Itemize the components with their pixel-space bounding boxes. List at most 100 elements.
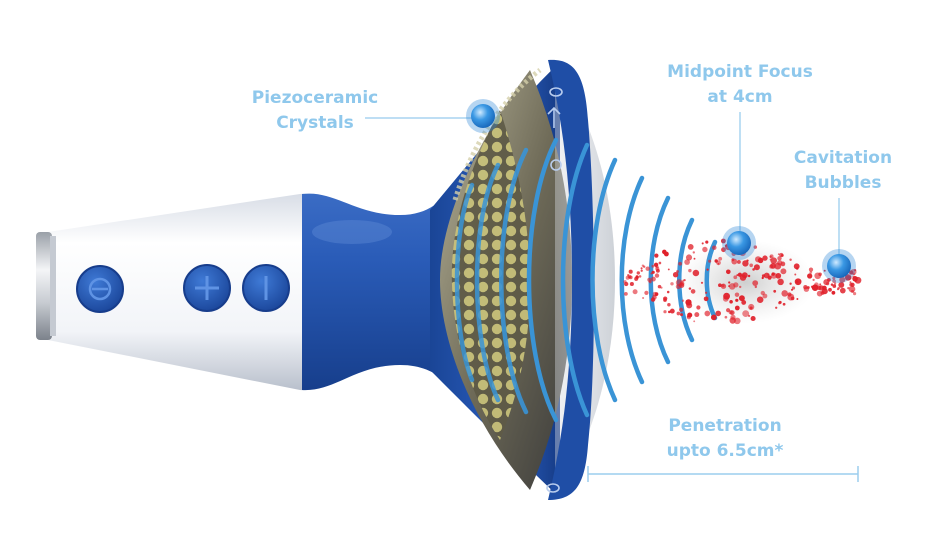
cavitation-bubble <box>837 286 840 290</box>
cavitation-bubble <box>821 288 828 295</box>
cavitation-bubble <box>793 263 800 270</box>
cavitation-bubble <box>722 295 729 302</box>
cavitation-bubble <box>681 299 685 302</box>
cavitation-bubble <box>686 315 691 320</box>
cavitation-bubble <box>753 264 760 271</box>
cavitation-bubble <box>662 249 667 255</box>
cavitation-bubble <box>747 274 751 278</box>
cavitation-bubble <box>739 285 742 289</box>
cavitation-bubble <box>823 269 826 272</box>
cavitation-bubble <box>823 279 830 286</box>
cavitation-bubble <box>628 276 631 279</box>
cavitation-bubble <box>704 291 708 294</box>
cavitation-bubble <box>703 296 709 302</box>
cavitation-bubble <box>796 298 799 300</box>
cavitation-bubble <box>720 238 726 244</box>
cavitation-bubble <box>724 244 728 247</box>
cavitation-bubble <box>625 275 630 280</box>
cavitation-bubble <box>733 275 738 280</box>
plus-button[interactable] <box>183 264 231 312</box>
cavitation-bubble <box>654 253 659 258</box>
cavitation-bubble <box>742 260 749 267</box>
cavitation-bubble <box>777 256 782 261</box>
label-line: upto 6.5cm* <box>666 441 784 461</box>
cavitation-bubble <box>753 245 758 249</box>
power-icon <box>88 277 112 301</box>
cavitation-bubble <box>679 313 684 317</box>
cavitation-bubble <box>791 286 796 290</box>
cavitation-bubble <box>654 273 660 278</box>
cavitation-bubble <box>750 315 756 322</box>
midpoint-focus-label: Midpoint Focus at 4cm <box>640 60 840 110</box>
cavitation-bubble <box>779 252 784 258</box>
cavitation-bubble <box>651 264 655 268</box>
cavitation-bubble <box>641 264 645 267</box>
cavitation-bubble <box>769 255 772 258</box>
cavitation-bubble <box>854 276 862 284</box>
cavitation-bubble <box>651 270 655 274</box>
cavitation-bubble <box>852 275 855 279</box>
label-line: Piezoceramic <box>251 88 379 108</box>
cavitation-bubble <box>730 314 736 320</box>
cavitation-bubble <box>672 272 679 278</box>
cavitation-bubble <box>676 311 681 316</box>
cavitation-bubble <box>767 275 772 280</box>
cavitation-bubble <box>718 256 723 261</box>
cavitation-bubble <box>782 302 786 306</box>
cavitation-bubble <box>690 289 696 294</box>
cavitation-bubble <box>731 258 735 262</box>
cavitation-marker <box>822 249 856 283</box>
cavitation-bubble <box>692 269 700 277</box>
cavitation-bubble <box>650 297 656 302</box>
cavitation-bubble <box>774 262 782 270</box>
cavitation-bubble <box>724 315 728 319</box>
cavitation-bubble <box>762 293 768 299</box>
cavitation-bubble <box>807 273 813 279</box>
cavitation-bubble <box>658 261 662 265</box>
cavitation-bubble <box>694 312 700 318</box>
cavitation-bubble <box>769 258 772 261</box>
penetration-dimension <box>587 466 859 482</box>
cavitation-bubble <box>847 286 850 290</box>
cavitation-bubble <box>728 310 733 315</box>
cavitation-bubble <box>734 292 740 297</box>
power-button[interactable] <box>76 265 124 313</box>
cavitation-bubble <box>812 278 815 282</box>
cavitation-bubble <box>738 295 745 302</box>
cavitation-bubble <box>715 310 721 317</box>
cavitation-bubble <box>663 296 668 301</box>
cavitation-bubble <box>710 314 717 321</box>
cavitation-bubble <box>752 280 759 286</box>
cavitation-bubble <box>688 287 692 290</box>
cavitation-bubble <box>696 305 701 310</box>
cavitation-bubble <box>716 260 721 266</box>
leader-lines <box>365 112 840 262</box>
cavitation-bubble <box>854 280 857 283</box>
cavitation-bubble <box>676 270 679 273</box>
label-line: at 4cm <box>707 87 773 107</box>
cavitation-bubble <box>757 257 764 264</box>
cavitation-bubble <box>678 261 682 266</box>
cavitation-bubble <box>735 298 739 302</box>
cavitation-bubble <box>702 246 708 253</box>
cavitation-bubble <box>640 269 643 272</box>
cavitation-bubble <box>775 272 782 279</box>
cavitation-bubble <box>789 258 792 261</box>
cavitation-bubble <box>737 272 743 277</box>
cavitation-bubble <box>794 278 802 286</box>
piezoceramic-crystals-label: Piezoceramic Crystals <box>235 86 395 136</box>
label-line: Midpoint Focus <box>667 62 813 82</box>
cavitation-bubble <box>781 290 788 297</box>
cavitation-bubble <box>773 289 777 293</box>
cavitation-bubble <box>780 268 787 275</box>
cavitation-bubble <box>828 287 832 292</box>
minus-button[interactable] <box>242 264 290 312</box>
label-line: Crystals <box>276 113 354 133</box>
cavitation-bubble <box>749 263 753 268</box>
cavitation-bubble <box>635 275 639 279</box>
cavitation-bubble <box>754 285 758 289</box>
cavitation-bubble <box>685 254 693 261</box>
head-rim <box>548 59 595 501</box>
cavitation-bubble <box>831 290 836 295</box>
cavitation-bubble <box>657 284 662 289</box>
